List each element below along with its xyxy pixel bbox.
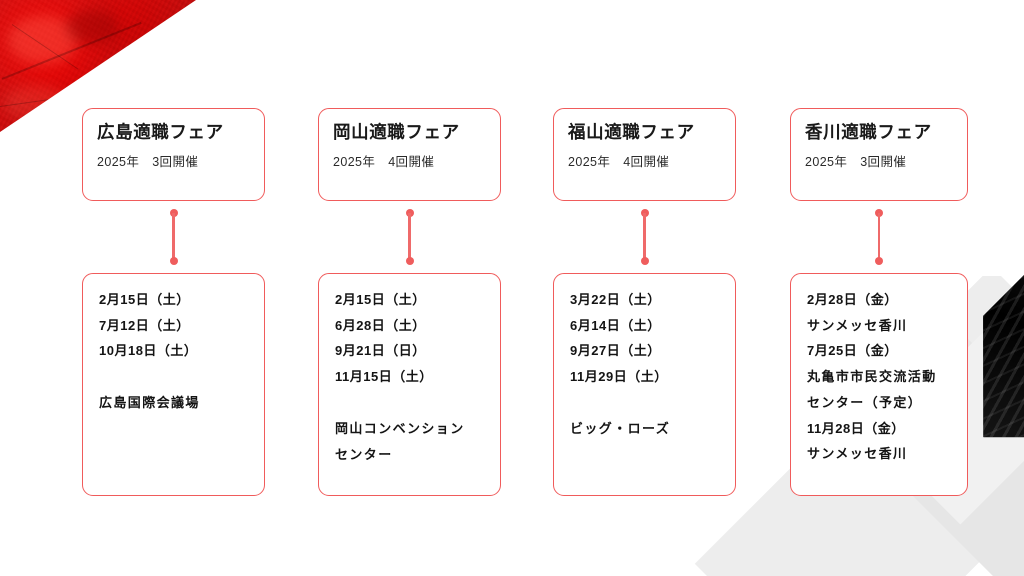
fair-subtitle: 2025年 3回開催: [805, 154, 907, 169]
connector-line: [408, 213, 411, 261]
connector: [790, 201, 968, 273]
spacer: [570, 390, 719, 416]
red-texture-blotch: [8, 16, 78, 64]
fair-column-kagawa: 香川適職フェア 2025年 3回開催 2月28日（金） サンメッセ香川 7月25…: [790, 108, 968, 496]
fair-detail-content: 2月28日（金） サンメッセ香川 7月25日（金） 丸亀市市民交流活動 センター…: [791, 274, 967, 495]
fair-subtitle: 2025年 3回開催: [97, 154, 199, 169]
venue-line: センター: [335, 446, 393, 462]
connector-dot-bottom: [405, 257, 414, 265]
fair-title: 岡山適職フェア: [333, 122, 460, 142]
fair-subtitle: 2025年 4回開催: [333, 154, 435, 169]
schedule-line: 3月22日（土）: [570, 292, 661, 307]
schedule-line: 11月28日（金）: [807, 420, 905, 436]
fair-detail-card[interactable]: 2月28日（金） サンメッセ香川 7月25日（金） 丸亀市市民交流活動 センター…: [790, 273, 968, 496]
connector-line: [172, 213, 175, 261]
schedule-line: 7月12日（土）: [99, 317, 190, 333]
fair-detail-card[interactable]: 2月15日（土） 7月12日（土） 10月18日（土） 広島国際会議場: [82, 273, 265, 496]
spacer: [99, 364, 248, 390]
fair-header-content: 岡山適職フェア 2025年 4回開催: [319, 109, 500, 200]
venue-line: サンメッセ香川: [807, 317, 908, 333]
fair-detail-content: 3月22日（土） 6月14日（土） 9月27日（土） 11月29日（土） ビッグ…: [554, 274, 735, 495]
fair-column-hiroshima: 広島適職フェア 2025年 3回開催 2月15日（土） 7月12日（土） 10月…: [82, 108, 265, 496]
schedule-line: 9月27日（土）: [570, 343, 661, 359]
fair-detail-card[interactable]: 3月22日（土） 6月14日（土） 9月27日（土） 11月29日（土） ビッグ…: [553, 273, 736, 496]
fair-title: 香川適職フェア: [805, 122, 932, 142]
fair-header-card[interactable]: 岡山適職フェア 2025年 4回開催: [318, 108, 501, 201]
schedule-line: 11月15日（土）: [335, 369, 433, 385]
fair-detail-content: 2月15日（土） 6月28日（土） 9月21日（日） 11月15日（土） 岡山コ…: [319, 274, 500, 495]
fair-header-card[interactable]: 香川適職フェア 2025年 3回開催: [790, 108, 968, 201]
schedule-line: 11月29日（土）: [570, 369, 668, 385]
schedule-line: 10月18日（土）: [99, 343, 198, 359]
fair-column-okayama: 岡山適職フェア 2025年 4回開催 2月15日（土） 6月28日（土） 9月2…: [318, 108, 501, 496]
fair-detail-content: 2月15日（土） 7月12日（土） 10月18日（土） 広島国際会議場: [83, 274, 264, 495]
connector: [553, 201, 736, 273]
schedule-line: 2月15日（土）: [99, 292, 190, 307]
schedule-line: 2月15日（土）: [335, 292, 426, 307]
connector-line: [877, 213, 881, 261]
venue-line: 丸亀市市民交流活動: [807, 369, 937, 385]
red-texture-blotch: [66, 10, 118, 44]
venue-line: センター（予定）: [807, 394, 923, 410]
fair-detail-card[interactable]: 2月15日（土） 6月28日（土） 9月21日（日） 11月15日（土） 岡山コ…: [318, 273, 501, 496]
connector-dot-bottom: [169, 257, 178, 265]
connector-line: [643, 213, 646, 261]
venue-line: 広島国際会議場: [99, 395, 200, 411]
fair-header-card[interactable]: 広島適職フェア 2025年 3回開催: [82, 108, 265, 201]
venue-line: 岡山コンベンション: [335, 420, 465, 436]
schedule-line: 6月14日（土）: [570, 317, 661, 333]
venue-line: サンメッセ香川: [807, 446, 908, 462]
connector: [318, 201, 501, 273]
fair-header-content: 福山適職フェア 2025年 4回開催: [554, 109, 735, 200]
fair-header-content: 香川適職フェア 2025年 3回開催: [791, 109, 967, 200]
connector-dot-bottom: [640, 257, 649, 265]
fair-title: 福山適職フェア: [568, 122, 695, 142]
schedule-line: 2月28日（金）: [807, 292, 898, 307]
connector-dot-bottom: [875, 257, 883, 265]
fair-header-content: 広島適職フェア 2025年 3回開催: [83, 109, 264, 200]
schedule-line: 6月28日（土）: [335, 317, 426, 333]
schedule-line: 9月21日（日）: [335, 343, 426, 359]
fair-header-card[interactable]: 福山適職フェア 2025年 4回開催: [553, 108, 736, 201]
fair-subtitle: 2025年 4回開催: [568, 154, 670, 169]
spacer: [335, 390, 484, 416]
venue-line: ビッグ・ローズ: [570, 420, 671, 436]
fair-title: 広島適職フェア: [97, 122, 224, 142]
schedule-line: 7月25日（金）: [807, 343, 898, 359]
fair-column-fukuyama: 福山適職フェア 2025年 4回開催 3月22日（土） 6月14日（土） 9月2…: [553, 108, 736, 496]
connector: [82, 201, 265, 273]
